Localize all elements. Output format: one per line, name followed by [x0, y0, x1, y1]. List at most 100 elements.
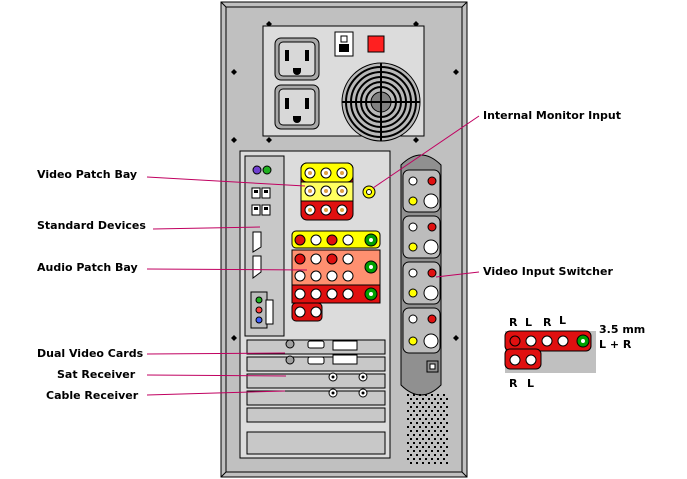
- vent-hole: [416, 422, 418, 424]
- vent-hole: [437, 458, 439, 460]
- vent-hole: [413, 402, 415, 404]
- vent-hole: [446, 406, 448, 408]
- vent-hole: [410, 398, 412, 400]
- vent-hole: [407, 418, 409, 420]
- vent-hole: [407, 450, 409, 452]
- vent-hole: [425, 458, 427, 460]
- vent-hole: [407, 426, 409, 428]
- vent-hole: [437, 402, 439, 404]
- legend-l-1: L: [525, 316, 532, 329]
- vent-hole: [419, 394, 421, 396]
- vent-hole: [419, 402, 421, 404]
- label-standard-devices: Standard Devices: [37, 219, 146, 232]
- vent-hole: [419, 426, 421, 428]
- vent-hole: [419, 442, 421, 444]
- power-supply: [262, 25, 425, 142]
- vent-hole: [446, 414, 448, 416]
- vent-hole: [416, 462, 418, 464]
- voltage-switch: [334, 31, 354, 57]
- vent-hole: [407, 434, 409, 436]
- vent-hole: [416, 438, 418, 440]
- legend-bottom-l: L: [527, 377, 534, 390]
- vent-hole: [434, 398, 436, 400]
- vent-hole: [440, 462, 442, 464]
- vent-hole: [443, 442, 445, 444]
- vent-hole: [425, 410, 427, 412]
- vent-hole: [431, 458, 433, 460]
- vent-hole: [431, 394, 433, 396]
- vent-hole: [422, 414, 424, 416]
- vent-hole: [446, 430, 448, 432]
- vent-hole: [422, 462, 424, 464]
- label-video-input-switcher: Video Input Switcher: [483, 265, 613, 278]
- label-video-patch-bay: Video Patch Bay: [37, 168, 137, 181]
- psu-fan: [341, 62, 421, 142]
- vent-hole: [413, 434, 415, 436]
- vent-hole: [437, 426, 439, 428]
- vent-hole: [443, 450, 445, 452]
- label-internal-monitor-input: Internal Monitor Input: [483, 109, 621, 122]
- video-input-switcher: [400, 154, 442, 396]
- vent-hole: [434, 406, 436, 408]
- vent-hole: [434, 422, 436, 424]
- vent-hole: [446, 462, 448, 464]
- vent-hole: [419, 434, 421, 436]
- vent-hole: [428, 422, 430, 424]
- label-sat-receiver: Sat Receiver: [57, 368, 136, 381]
- internal-monitor-input-jack: [362, 185, 376, 199]
- vent-hole: [434, 446, 436, 448]
- power-outlet-bottom: [274, 84, 320, 130]
- vent-hole: [410, 422, 412, 424]
- tuner-cards: [328, 372, 368, 398]
- vent-hole: [428, 414, 430, 416]
- vent-grille: [407, 394, 448, 464]
- vent-hole: [437, 394, 439, 396]
- vent-hole: [437, 418, 439, 420]
- vent-hole: [422, 398, 424, 400]
- vent-hole: [431, 410, 433, 412]
- vent-hole: [440, 454, 442, 456]
- leader-lines: [146, 115, 480, 396]
- vent-hole: [410, 430, 412, 432]
- vent-hole: [407, 394, 409, 396]
- vent-hole: [425, 394, 427, 396]
- vent-hole: [422, 438, 424, 440]
- vent-hole: [422, 454, 424, 456]
- vent-hole: [446, 422, 448, 424]
- vent-hole: [410, 414, 412, 416]
- legend-3-5mm: 3.5 mm: [599, 323, 645, 336]
- vent-hole: [413, 394, 415, 396]
- vent-hole: [410, 454, 412, 456]
- label-cable-receiver: Cable Receiver: [46, 389, 139, 402]
- vent-hole: [431, 402, 433, 404]
- vent-hole: [443, 458, 445, 460]
- vent-hole: [440, 398, 442, 400]
- vent-hole: [434, 462, 436, 464]
- connector-legend: R L R L 3.5 mm L + R R L: [504, 314, 645, 390]
- label-audio-patch-bay: Audio Patch Bay: [37, 261, 138, 274]
- vent-hole: [416, 430, 418, 432]
- legend-r-1: R: [509, 316, 518, 329]
- vent-hole: [431, 450, 433, 452]
- vent-hole: [425, 442, 427, 444]
- dual-video-cards: [285, 339, 358, 365]
- vent-hole: [446, 398, 448, 400]
- vent-hole: [416, 414, 418, 416]
- legend-l-2: L: [559, 314, 566, 327]
- vent-hole: [443, 410, 445, 412]
- vent-hole: [425, 434, 427, 436]
- vent-hole: [428, 462, 430, 464]
- vent-hole: [416, 446, 418, 448]
- vent-hole: [413, 410, 415, 412]
- vent-hole: [443, 418, 445, 420]
- vent-hole: [431, 418, 433, 420]
- audio-patch-bay: [291, 230, 381, 322]
- vent-hole: [431, 442, 433, 444]
- vent-hole: [446, 446, 448, 448]
- vent-hole: [425, 402, 427, 404]
- vent-hole: [437, 410, 439, 412]
- vent-hole: [428, 398, 430, 400]
- vent-hole: [434, 438, 436, 440]
- vent-hole: [416, 398, 418, 400]
- label-dual-video-cards: Dual Video Cards: [37, 347, 144, 360]
